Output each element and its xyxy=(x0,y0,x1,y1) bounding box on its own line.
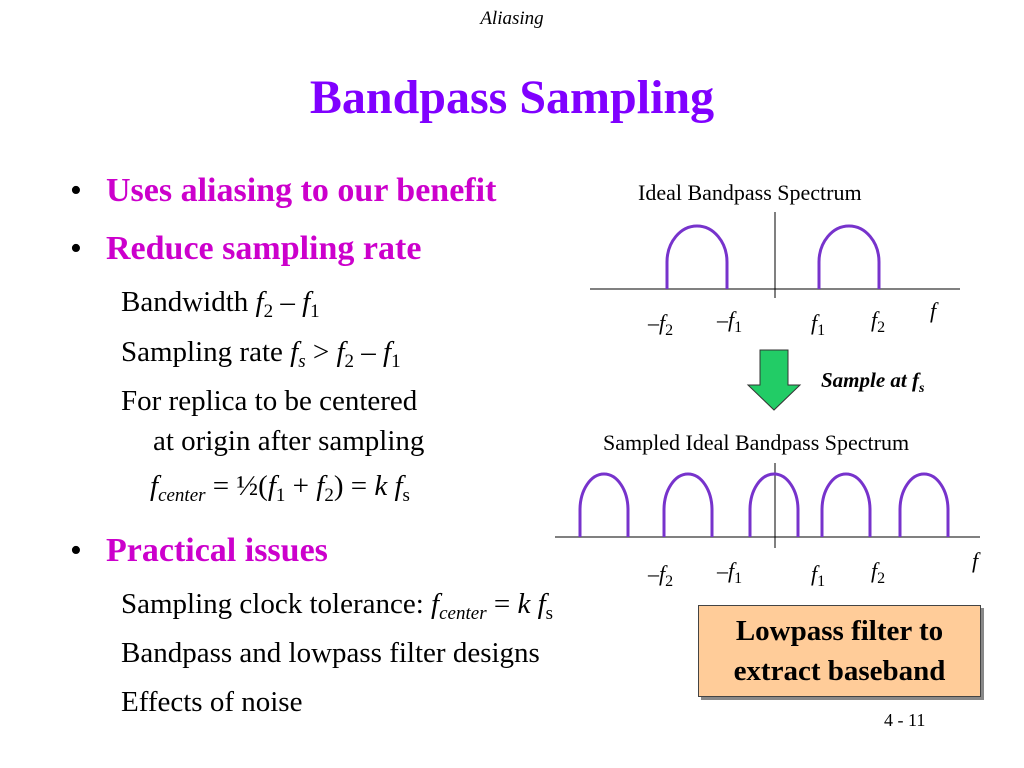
bullet-text: Reduce sampling rate xyxy=(106,230,422,267)
bullet-dot-icon: • xyxy=(70,172,82,209)
filter-designs-line: Bandpass and lowpass filter designs xyxy=(121,637,540,669)
bullet-uses-aliasing: • Uses aliasing to our benefit xyxy=(70,172,496,210)
sampled-lobe xyxy=(662,472,714,537)
sampled-tick-neg-f2: –f2 xyxy=(648,561,674,590)
sampling-rate-label: Sampling rate xyxy=(121,336,283,368)
sampled-tick-f2: f2 xyxy=(871,558,886,587)
sampled-tick-f1: f1 xyxy=(811,561,826,590)
slide-title: Bandpass Sampling xyxy=(309,71,715,124)
bullet-text: Practical issues xyxy=(106,532,328,569)
sampled-axis-label: f xyxy=(972,548,979,573)
sample-at-fs-label: Sample at fs xyxy=(821,368,925,396)
sampling-rate-line: Sampling rate fs > f2 – f1 xyxy=(121,336,401,373)
sampling-rate-expression: fs > f2 – f1 xyxy=(290,336,401,372)
bullet-practical-issues: • Practical issues xyxy=(70,532,328,570)
note-line-1: Lowpass filter to xyxy=(735,615,944,647)
down-arrow-icon xyxy=(746,349,802,411)
ideal-lobe-positive xyxy=(817,224,881,289)
slide-header: Aliasing xyxy=(480,8,544,29)
ideal-spectrum-title: Ideal Bandpass Spectrum xyxy=(638,180,862,205)
sampled-lobe xyxy=(578,472,630,537)
page-number: 4 - 11 xyxy=(884,710,926,730)
bandwidth-line: Bandwidth f2 – f1 xyxy=(121,286,320,323)
replica-line-1: For replica to be centered xyxy=(121,385,418,417)
noise-line: Effects of noise xyxy=(121,686,303,718)
note-line-2: extract baseband xyxy=(733,655,946,687)
center-frequency-expression: fcenter = ½(f1 + f2) = k fs xyxy=(150,470,410,506)
bullet-dot-icon: • xyxy=(70,230,82,267)
clock-tolerance-expression: fcenter = k fs xyxy=(431,588,554,624)
bandwidth-expression: f2 – f1 xyxy=(255,286,320,322)
sampled-lobe xyxy=(748,472,800,537)
ideal-tick-neg-f2: –f2 xyxy=(648,310,674,339)
sampled-tick-neg-f1: –f1 xyxy=(717,558,743,587)
ideal-lobe-negative xyxy=(665,224,729,289)
bandwidth-label: Bandwidth xyxy=(121,286,249,318)
ideal-axis-label: f xyxy=(930,298,937,323)
ideal-tick-f1: f1 xyxy=(811,310,826,339)
sampled-spectrum-title: Sampled Ideal Bandpass Spectrum xyxy=(603,430,910,455)
sampled-lobe xyxy=(898,472,950,537)
bullet-dot-icon: • xyxy=(70,532,82,569)
clock-tolerance-line: Sampling clock tolerance: fcenter = k fs xyxy=(121,588,553,625)
ideal-tick-f2: f2 xyxy=(871,307,886,336)
sampled-lobe xyxy=(820,472,872,537)
bullet-reduce-rate: • Reduce sampling rate xyxy=(70,230,421,268)
replica-line-2: at origin after sampling xyxy=(153,425,425,457)
bullet-text: Uses aliasing to our benefit xyxy=(106,172,497,209)
lowpass-filter-note: Lowpass filter to extract baseband xyxy=(698,605,981,697)
clock-tolerance-label: Sampling clock tolerance: xyxy=(121,588,424,620)
ideal-tick-neg-f1: –f1 xyxy=(717,307,743,336)
